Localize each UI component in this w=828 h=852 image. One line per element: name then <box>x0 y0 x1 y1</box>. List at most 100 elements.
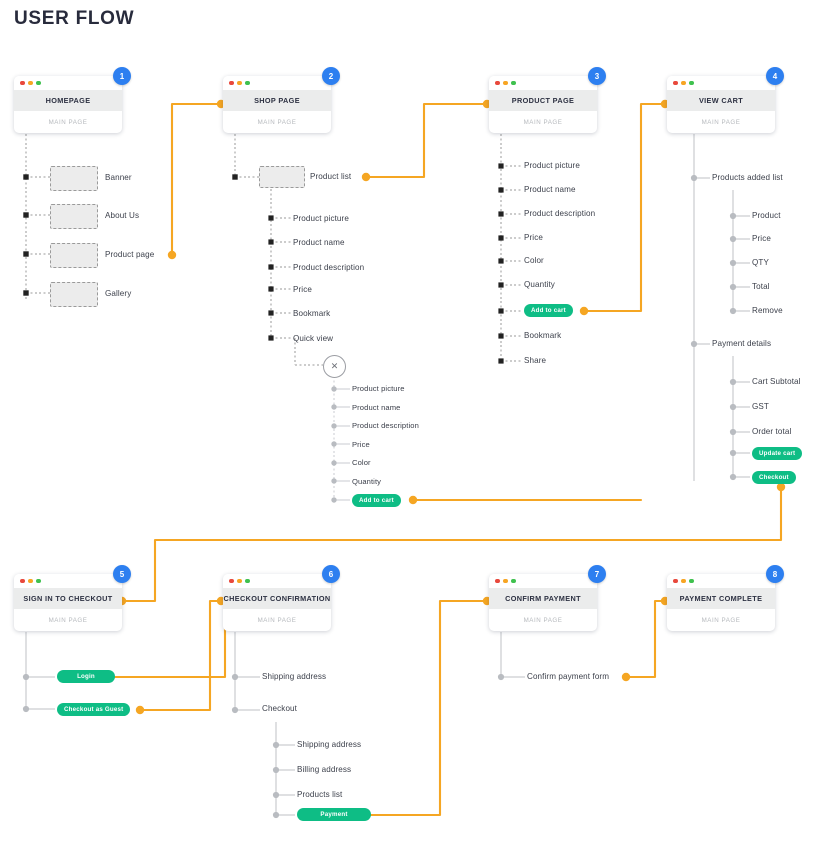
maximize-dot-icon <box>36 80 41 86</box>
cart-group2-item-1[interactable]: GST <box>752 402 769 411</box>
maximize-dot-icon <box>689 80 694 86</box>
shop-item-3[interactable]: Price <box>293 285 312 294</box>
shop-item-4[interactable]: Bookmark <box>293 309 331 318</box>
window-dots <box>14 574 122 588</box>
card-number-badge: 8 <box>766 565 784 583</box>
cart-group2-item-2[interactable]: Order total <box>752 427 792 436</box>
window-dots <box>489 574 597 588</box>
minimize-dot-icon <box>28 80 33 86</box>
checkout-as-guest-button[interactable]: Checkout as Guest <box>57 703 131 716</box>
checkoutconf-sub-0[interactable]: Shipping address <box>297 740 362 749</box>
window-dots <box>223 574 331 588</box>
quickview-add-to-cart-button[interactable]: Add to cart <box>352 494 401 507</box>
quickview-item-4[interactable]: Color <box>352 458 371 467</box>
card-payment-complete[interactable]: PAYMENT COMPLETE MAIN PAGE 8 <box>667 565 784 631</box>
product-item-1[interactable]: Product name <box>524 185 576 194</box>
close-dot-icon <box>20 80 25 86</box>
checkoutconf-sub-1[interactable]: Billing address <box>297 765 352 774</box>
close-icon[interactable]: ✕ <box>323 355 346 378</box>
minimize-dot-icon <box>681 80 686 86</box>
shop-item-2[interactable]: Product description <box>293 263 365 272</box>
quickview-item-0[interactable]: Product picture <box>352 384 405 393</box>
card-number-badge: 4 <box>766 67 784 85</box>
card-shop-page[interactable]: SHOP PAGE MAIN PAGE 2 <box>223 67 340 133</box>
thumb-box <box>50 282 98 307</box>
cart-group1-item-1[interactable]: Price <box>752 234 771 243</box>
cart-group1-item-4[interactable]: Remove <box>752 306 783 315</box>
card-view-cart[interactable]: VIEW CART MAIN PAGE 4 <box>667 67 784 133</box>
card-title: CHECKOUT CONFIRMATION <box>223 588 331 609</box>
card-checkout-confirmation[interactable]: CHECKOUT CONFIRMATION MAIN PAGE 6 <box>223 565 340 631</box>
card-sign-in-to-checkout[interactable]: SIGN IN TO CHECKOUT MAIN PAGE 5 <box>14 565 131 631</box>
card-subtitle: MAIN PAGE <box>257 616 297 624</box>
window-dots <box>667 76 775 90</box>
checkoutconf-item-1[interactable]: Checkout <box>262 704 297 713</box>
shop-root-label[interactable]: Product list <box>310 172 352 181</box>
minimize-dot-icon <box>681 578 686 584</box>
maximize-dot-icon <box>245 578 250 584</box>
window-dots <box>667 574 775 588</box>
cart-group1-label[interactable]: Products added list <box>712 173 783 182</box>
quickview-item-5[interactable]: Quantity <box>352 477 382 486</box>
thumb-box <box>259 166 305 188</box>
card-title: HOMEPAGE <box>14 90 122 111</box>
quickview-item-3[interactable]: Price <box>352 440 370 449</box>
card-title: SHOP PAGE <box>223 90 331 111</box>
card-title: CONFIRM PAYMENT <box>489 588 597 609</box>
product-item-2[interactable]: Product description <box>524 209 596 218</box>
checkoutconf-item-0[interactable]: Shipping address <box>262 672 327 681</box>
homepage-item-1[interactable]: About Us <box>105 211 140 220</box>
card-subtitle: MAIN PAGE <box>48 118 88 126</box>
card-confirm-payment[interactable]: CONFIRM PAYMENT MAIN PAGE 7 <box>489 565 606 631</box>
product-add-to-cart-button[interactable]: Add to cart <box>524 304 573 317</box>
payment-button[interactable]: Payment <box>297 808 371 821</box>
maximize-dot-icon <box>511 578 516 584</box>
product-item-3[interactable]: Price <box>524 233 543 242</box>
product-item-0[interactable]: Product picture <box>524 161 580 170</box>
login-button[interactable]: Login <box>57 670 115 683</box>
card-title: PAYMENT COMPLETE <box>667 588 775 609</box>
shop-item-0[interactable]: Product picture <box>293 214 349 223</box>
close-dot-icon <box>495 578 500 584</box>
product-item-bookmark[interactable]: Bookmark <box>524 331 562 340</box>
product-item-4[interactable]: Color <box>524 256 544 265</box>
thumb-box <box>50 166 98 191</box>
card-subtitle: MAIN PAGE <box>701 616 741 624</box>
product-item-share[interactable]: Share <box>524 356 547 365</box>
card-number-badge: 7 <box>588 565 606 583</box>
card-product-page[interactable]: PRODUCT PAGE MAIN PAGE 3 <box>489 67 606 133</box>
checkout-button[interactable]: Checkout <box>752 471 796 484</box>
close-dot-icon <box>229 578 234 584</box>
cart-group1-item-3[interactable]: Total <box>752 282 770 291</box>
minimize-dot-icon <box>503 80 508 86</box>
thumb-box <box>50 243 98 268</box>
window-dots <box>223 76 331 90</box>
card-number-badge: 3 <box>588 67 606 85</box>
cart-group1-item-0[interactable]: Product <box>752 211 781 220</box>
close-dot-icon <box>495 80 500 86</box>
confirmpayment-item-0[interactable]: Confirm payment form <box>527 672 610 681</box>
window-dots <box>489 76 597 90</box>
card-subtitle: MAIN PAGE <box>48 616 88 624</box>
product-item-5[interactable]: Quantity <box>524 280 555 289</box>
window-dots <box>14 76 122 90</box>
shop-item-1[interactable]: Product name <box>293 238 345 247</box>
homepage-item-0[interactable]: Banner <box>105 173 132 182</box>
quickview-item-2[interactable]: Product description <box>352 421 419 430</box>
card-title: PRODUCT PAGE <box>489 90 597 111</box>
cart-group2-item-0[interactable]: Cart Subtotal <box>752 377 801 386</box>
homepage-item-2[interactable]: Product page <box>105 250 155 259</box>
maximize-dot-icon <box>245 80 250 86</box>
quickview-item-1[interactable]: Product name <box>352 403 401 412</box>
maximize-dot-icon <box>511 80 516 86</box>
update-cart-button[interactable]: Update cart <box>752 447 803 460</box>
cart-group2-label[interactable]: Payment details <box>712 339 772 348</box>
cart-group1-item-2[interactable]: QTY <box>752 258 769 267</box>
checkoutconf-sub-2[interactable]: Products list <box>297 790 343 799</box>
close-dot-icon <box>673 80 678 86</box>
homepage-item-3[interactable]: Gallery <box>105 289 132 298</box>
card-homepage[interactable]: HOMEPAGE MAIN PAGE 1 <box>14 67 131 133</box>
card-number-badge: 6 <box>322 565 340 583</box>
minimize-dot-icon <box>237 578 242 584</box>
shop-item-5[interactable]: Quick view <box>293 334 334 343</box>
